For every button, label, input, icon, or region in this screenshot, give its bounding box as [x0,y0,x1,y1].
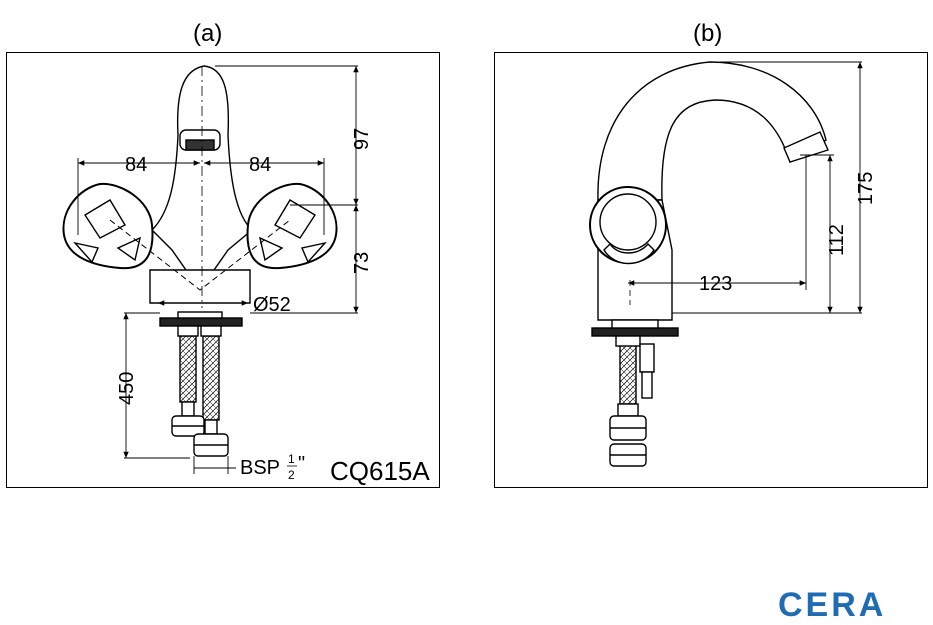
cera-logo: CERA [778,586,887,624]
front-view-dimension-lines [77,65,359,474]
thread-numerator: 1 [288,452,295,466]
panel-a-label: (a) [193,20,223,47]
side-view-dimension-lines [628,61,863,314]
dim-left-84: 84 [125,154,147,176]
dim-total-height-175: 175 [855,172,877,205]
model-number: CQ615A [330,456,430,486]
side-view-faucet [589,61,829,467]
dim-height-73: 73 [351,252,373,274]
thread-prefix: BSP [240,457,280,479]
dim-right-84: 84 [249,154,271,176]
panel-b-frame [494,52,928,488]
panel-b-label: (b) [693,20,723,47]
panel-a-frame [6,52,440,488]
dim-spout-height-112: 112 [826,224,848,256]
front-view-faucet [62,65,338,457]
dim-hose-length: 450 [116,372,138,405]
thread-denominator: 2 [288,468,295,482]
dim-reach-123: 123 [699,273,732,295]
thread-suffix: " [298,453,305,475]
dim-height-97: 97 [351,128,373,150]
thread-spec: BSP 1 2 " [240,452,305,482]
dim-diameter: Ø52 [253,294,291,316]
